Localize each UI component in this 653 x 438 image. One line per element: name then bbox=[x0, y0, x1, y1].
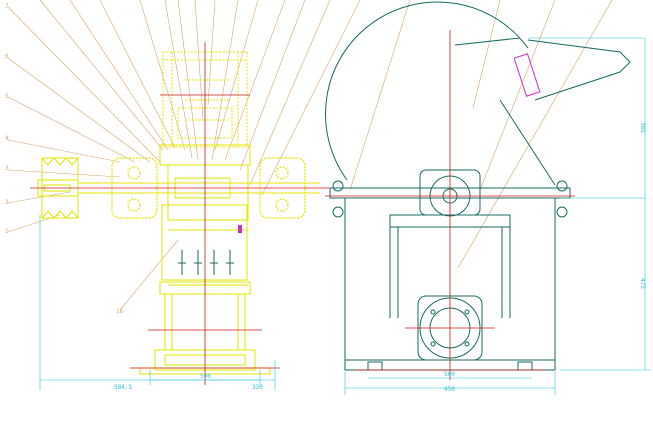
leader-lines bbox=[7, 0, 613, 311]
dim-right-inner: 500 bbox=[444, 371, 455, 378]
hopper-outline bbox=[162, 51, 248, 148]
part-label-2: 2 bbox=[5, 199, 9, 206]
text-labels: 1 2 3 4 5 6 7 16 584.5 500 330 500 450 3… bbox=[5, 3, 646, 393]
front-dimension-lines bbox=[344, 37, 650, 395]
part-label-5: 5 bbox=[5, 93, 9, 100]
front-centerlines bbox=[325, 30, 575, 380]
feed-plate bbox=[513, 53, 541, 97]
part-label-16: 16 bbox=[116, 308, 124, 315]
dim-right-body: 475 bbox=[639, 278, 646, 289]
key-marker bbox=[238, 225, 242, 233]
side-view bbox=[30, 42, 330, 390]
side-dimension-lines bbox=[39, 215, 276, 390]
hammer-array bbox=[178, 250, 234, 275]
front-view bbox=[324, 1, 650, 395]
front-housing bbox=[324, 1, 631, 371]
dim-left-overall: 584.5 bbox=[114, 384, 132, 391]
part-label-6: 6 bbox=[5, 53, 9, 60]
part-label-1: 1 bbox=[5, 228, 9, 235]
dim-left-center: 500 bbox=[200, 373, 211, 380]
dim-right-overall: 450 bbox=[444, 386, 455, 393]
side-centerlines bbox=[30, 42, 330, 385]
part-label-4: 4 bbox=[5, 135, 9, 142]
part-label-7: 7 bbox=[5, 3, 9, 10]
dim-left-offset: 330 bbox=[252, 384, 263, 391]
part-label-3: 3 bbox=[5, 165, 9, 172]
dim-right-top: 385 bbox=[639, 122, 646, 133]
